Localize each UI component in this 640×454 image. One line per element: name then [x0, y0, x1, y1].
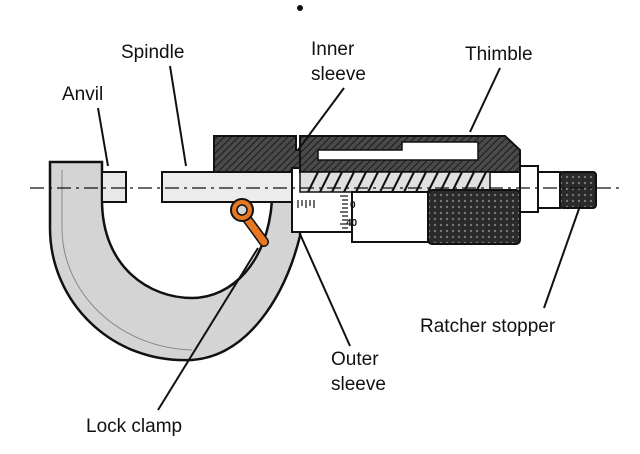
label-thimble: Thimble — [465, 44, 533, 65]
ink-mark — [297, 5, 303, 11]
scale-label-bottom: 40 — [346, 218, 358, 229]
label-outer-sleeve-line1: Outer — [331, 349, 379, 370]
anvil-leader — [97, 107, 109, 167]
label-outer-sleeve-line2: sleeve — [331, 374, 386, 395]
spindle-leader — [169, 65, 187, 167]
label-ratchet-stopper: Ratcher stopper — [420, 316, 556, 337]
inner-sleeve-leader — [297, 87, 345, 151]
outer-sleeve-leader — [299, 233, 351, 347]
spindle-part — [161, 171, 313, 203]
frame-shading — [61, 170, 193, 351]
inner-sleeve-part — [213, 135, 301, 173]
label-inner-sleeve-line2: sleeve — [311, 64, 366, 85]
ratchet-knob — [559, 171, 597, 209]
sleeve-scale-ticks — [297, 200, 315, 208]
thimble-grip — [427, 189, 521, 245]
label-lock-clamp: Lock clamp — [86, 416, 182, 437]
label-inner-sleeve-line1: Inner — [311, 39, 355, 60]
leader-lines — [97, 65, 581, 411]
anvil-part — [101, 171, 127, 203]
thimble-scale-body — [351, 191, 429, 243]
label-spindle: Spindle — [121, 42, 184, 63]
scale-label-top: 0 — [350, 200, 356, 211]
thimble-scale-ticks — [340, 195, 348, 229]
lock-clamp-leader — [157, 247, 259, 411]
ratchet-leader — [543, 205, 581, 309]
ratchet-neck — [519, 165, 539, 213]
lock-clamp-part — [230, 198, 269, 247]
label-anvil: Anvil — [62, 84, 103, 105]
thread-lines — [307, 171, 487, 193]
thimble-slot — [317, 141, 479, 161]
thimble-leader — [469, 67, 501, 133]
ratchet-collar — [537, 171, 561, 209]
